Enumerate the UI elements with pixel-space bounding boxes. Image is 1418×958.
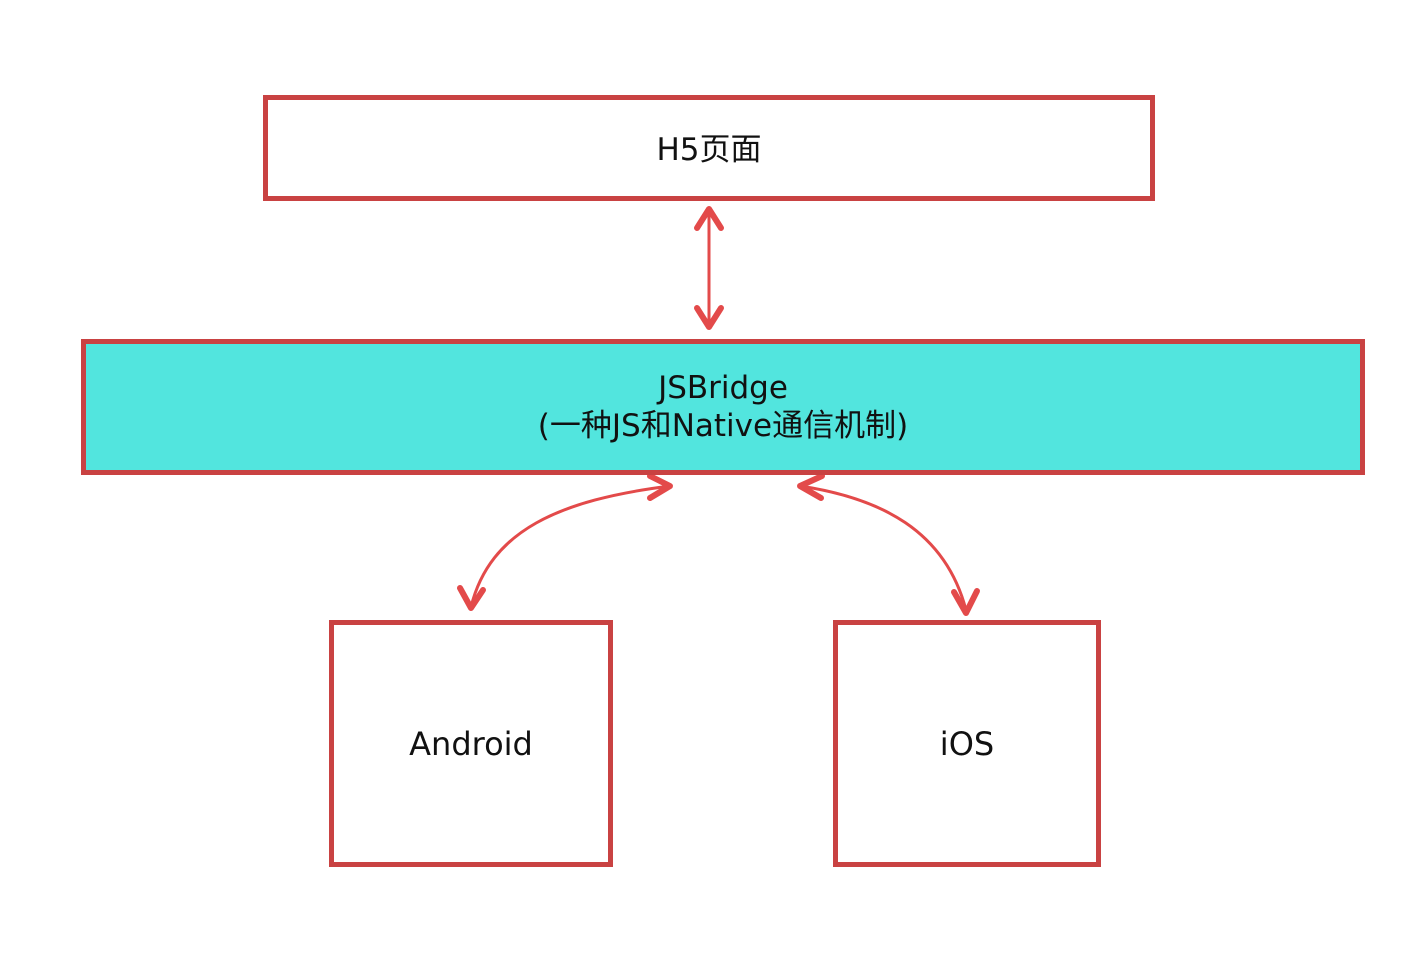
arrow-bridge-ios-curve [798,484,968,612]
arrow-bridge-android-head-bottom [457,585,486,611]
arrow-h5-bridge-head-up [694,206,724,231]
ios-node: iOS [833,620,1101,867]
arrow-bridge-android-head-top [647,473,673,501]
arrow-h5-bridge-head-down [694,305,724,330]
android-node: Android [329,620,613,867]
arrow-bridge-android [457,473,673,611]
jsbridge-subtitle: (一种JS和Native通信机制) [537,408,909,444]
android-label: Android [409,724,533,763]
arrow-bridge-ios-head-bottom [951,588,980,616]
arrow-h5-bridge [694,206,724,330]
arrow-bridge-android-curve [469,484,672,609]
arrow-bridge-ios-head-top [797,473,825,501]
jsbridge-title: JSBridge [658,370,788,406]
ios-label: iOS [939,724,995,763]
arrow-bridge-ios [797,473,980,616]
h5-page-node: H5页面 [263,95,1155,201]
jsbridge-node: JSBridge (一种JS和Native通信机制) [81,339,1365,475]
h5-page-label: H5页面 [656,132,762,168]
